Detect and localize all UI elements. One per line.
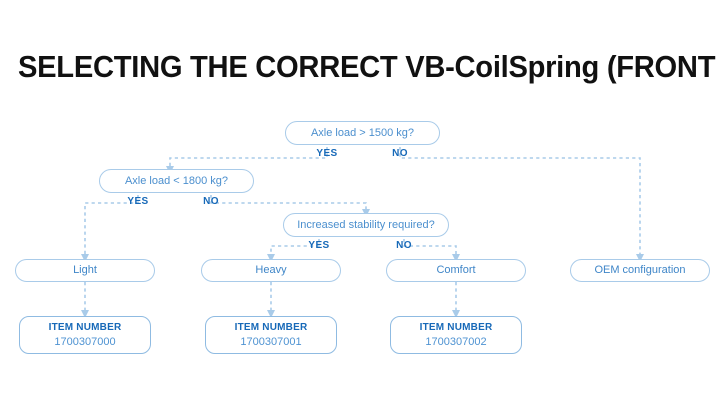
item-number-value: 1700307001 (240, 335, 302, 348)
item-number-card-light[interactable]: ITEM NUMBER 1700307000 (19, 316, 151, 354)
item-number-card-comfort[interactable]: ITEM NUMBER 1700307002 (390, 316, 522, 354)
decision-label: Axle load > 1500 kg? (310, 126, 415, 139)
outcome-node-oem-configuration[interactable]: OEM configuration (570, 259, 710, 282)
wire-d3-no (403, 239, 460, 262)
item-number-title: ITEM NUMBER (48, 321, 122, 333)
outcome-node-heavy[interactable]: Heavy (201, 259, 341, 282)
decision-node-axle-load-1500[interactable]: Axle load > 1500 kg? (285, 121, 440, 145)
decision-label: Axle load < 1800 kg? (124, 174, 229, 187)
branch-label-d3-no: NO (396, 240, 412, 251)
item-number-title: ITEM NUMBER (234, 321, 308, 333)
decision-node-axle-load-1800[interactable]: Axle load < 1800 kg? (99, 169, 254, 193)
branch-label-d2-yes: YES (127, 196, 149, 207)
branch-label-d2-no: NO (203, 196, 219, 207)
wire-d2-no (210, 195, 370, 217)
wire-d2-yes (81, 195, 139, 262)
page-title: SELECTING THE CORRECT VB-CoilSpring (FRO… (18, 49, 720, 84)
outcome-label: OEM configuration (594, 264, 686, 276)
outcome-node-comfort[interactable]: Comfort (386, 259, 526, 282)
outcome-label: Light (73, 264, 97, 276)
decision-node-increased-stability[interactable]: Increased stability required? (283, 213, 449, 237)
branch-label-d3-yes: YES (308, 240, 330, 251)
outcome-label: Comfort (436, 264, 476, 276)
wire-d1-no (399, 147, 644, 262)
item-number-card-heavy[interactable]: ITEM NUMBER 1700307001 (205, 316, 337, 354)
item-number-title: ITEM NUMBER (419, 321, 493, 333)
branch-label-d1-yes: YES (316, 148, 338, 159)
outcome-label: Heavy (255, 264, 287, 276)
outcome-node-light[interactable]: Light (15, 259, 155, 282)
decision-label: Increased stability required? (297, 218, 435, 231)
item-number-value: 1700307002 (425, 335, 487, 348)
wire-d1-yes (166, 147, 328, 174)
item-number-value: 1700307000 (54, 335, 116, 348)
branch-label-d1-no: NO (392, 148, 408, 159)
